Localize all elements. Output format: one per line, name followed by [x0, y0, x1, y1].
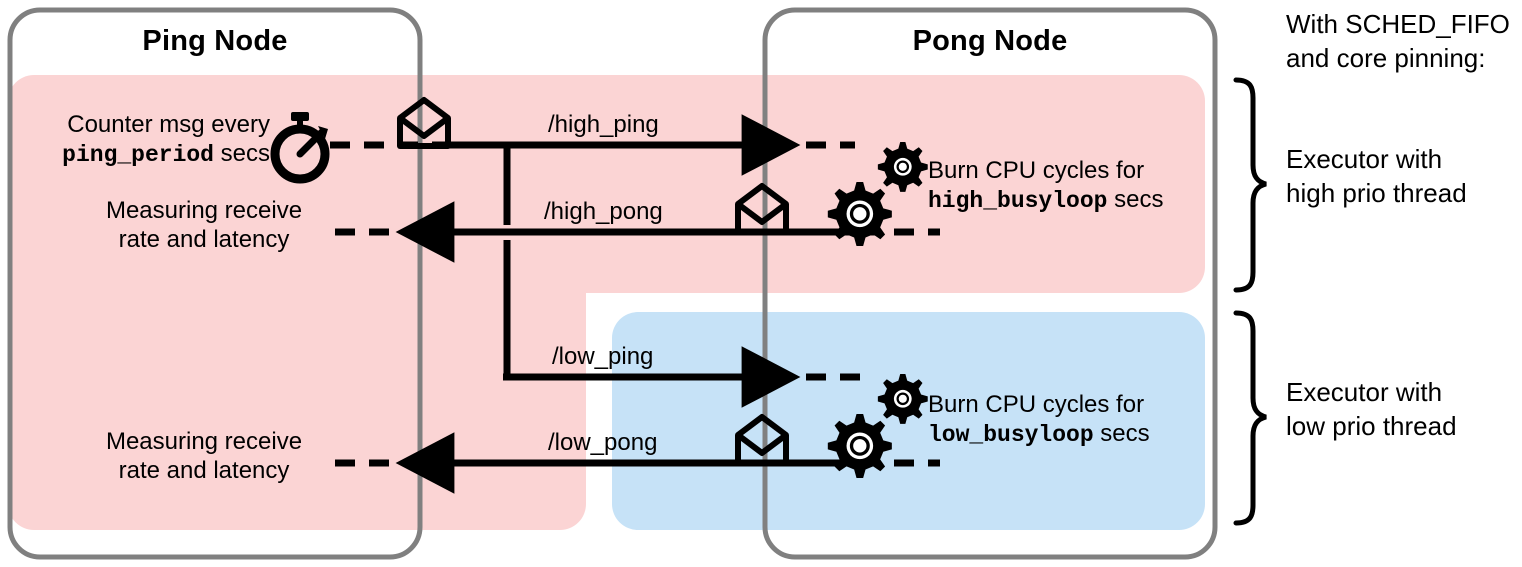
pong-burn-low-label: Burn CPU cycles for low_busyloop secs: [928, 390, 1150, 449]
envelope-icon-pong-high: [735, 183, 789, 235]
curly-brace-icon-high: [1233, 77, 1267, 293]
ping-measure-low-line2: rate and latency: [118, 457, 290, 485]
ping-measure-high-label: Measuring receive rate and latency: [80, 196, 328, 255]
ping-counter-period-param: ping_period: [62, 142, 214, 169]
stopwatch-icon: [270, 112, 330, 184]
pong-burn-high-line1: Burn CPU cycles for: [928, 157, 1145, 184]
executor-low-line2: low prio thread: [1286, 410, 1457, 441]
pong-burn-high-param: high_busyloop: [928, 188, 1108, 215]
gears-icon-high: [827, 142, 928, 247]
pong-burn-low-line1: Burn CPU cycles for: [928, 391, 1145, 418]
executor-high-label: Executor with high prio thread: [1286, 143, 1467, 211]
ping-counter-line1: Counter msg every: [67, 111, 270, 138]
executor-high-line1: Executor with: [1286, 144, 1443, 174]
executor-low-line1: Executor with: [1286, 377, 1443, 407]
sched-fifo-header: With SCHED_FIFO and core pinning:: [1286, 8, 1510, 76]
pong-burn-high-secs: secs: [1107, 186, 1164, 214]
ping-measure-high-line2: rate and latency: [118, 226, 290, 254]
pong-burn-low-secs: secs: [1093, 420, 1150, 448]
page-title-pong-node: Pong Node: [912, 25, 1068, 57]
topic-label-low-ping: /low_ping: [552, 343, 654, 370]
topic-label-high-ping: /high_ping: [548, 111, 659, 138]
page-title-ping-node: Ping Node: [142, 25, 288, 57]
topic-label-low-pong: /low_pong: [548, 429, 658, 456]
gears-icon-low: [827, 374, 928, 479]
pong-burn-low-param: low_busyloop: [928, 422, 1094, 449]
sched-fifo-line1: With SCHED_FIFO: [1286, 9, 1510, 39]
executor-low-label: Executor with low prio thread: [1286, 376, 1457, 444]
pong-burn-high-label: Burn CPU cycles for high_busyloop secs: [928, 156, 1163, 215]
sched-fifo-line2: and core pinning:: [1286, 42, 1486, 73]
ping-counter-secs: secs: [213, 140, 270, 168]
curly-brace-icon-low: [1233, 310, 1267, 526]
ping-internal-branch: [503, 148, 801, 408]
ping-measure-high-line1: Measuring receive: [105, 197, 303, 224]
ping-node-box: [7, 7, 423, 560]
ping-counter-label: Counter msg every ping_period secs: [20, 110, 270, 169]
ping-measure-low-label: Measuring receive rate and latency: [80, 427, 328, 486]
envelope-icon-ping: [397, 97, 451, 149]
pong-node-box: [762, 7, 1218, 560]
envelope-icon-pong-low: [735, 414, 789, 466]
executor-high-line2: high prio thread: [1286, 177, 1467, 208]
topic-label-high-pong: /high_pong: [544, 198, 663, 225]
ping-measure-low-line1: Measuring receive: [105, 428, 303, 455]
